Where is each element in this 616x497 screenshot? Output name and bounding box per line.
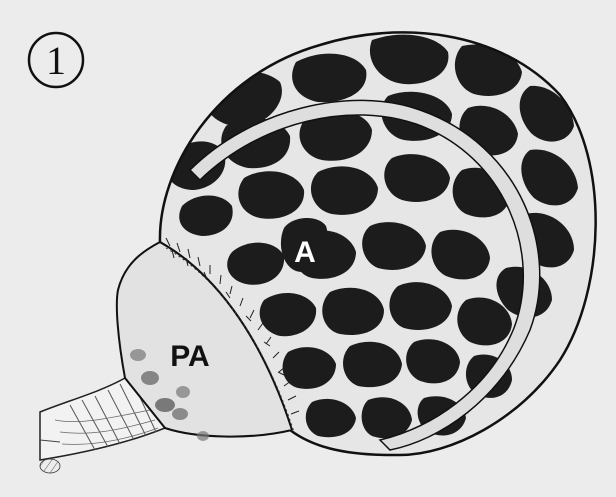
label-a: A [294, 236, 316, 269]
label-pa: PA [170, 340, 209, 373]
figure-number-badge: 1 [29, 33, 83, 87]
figure-number: 1 [46, 38, 66, 83]
